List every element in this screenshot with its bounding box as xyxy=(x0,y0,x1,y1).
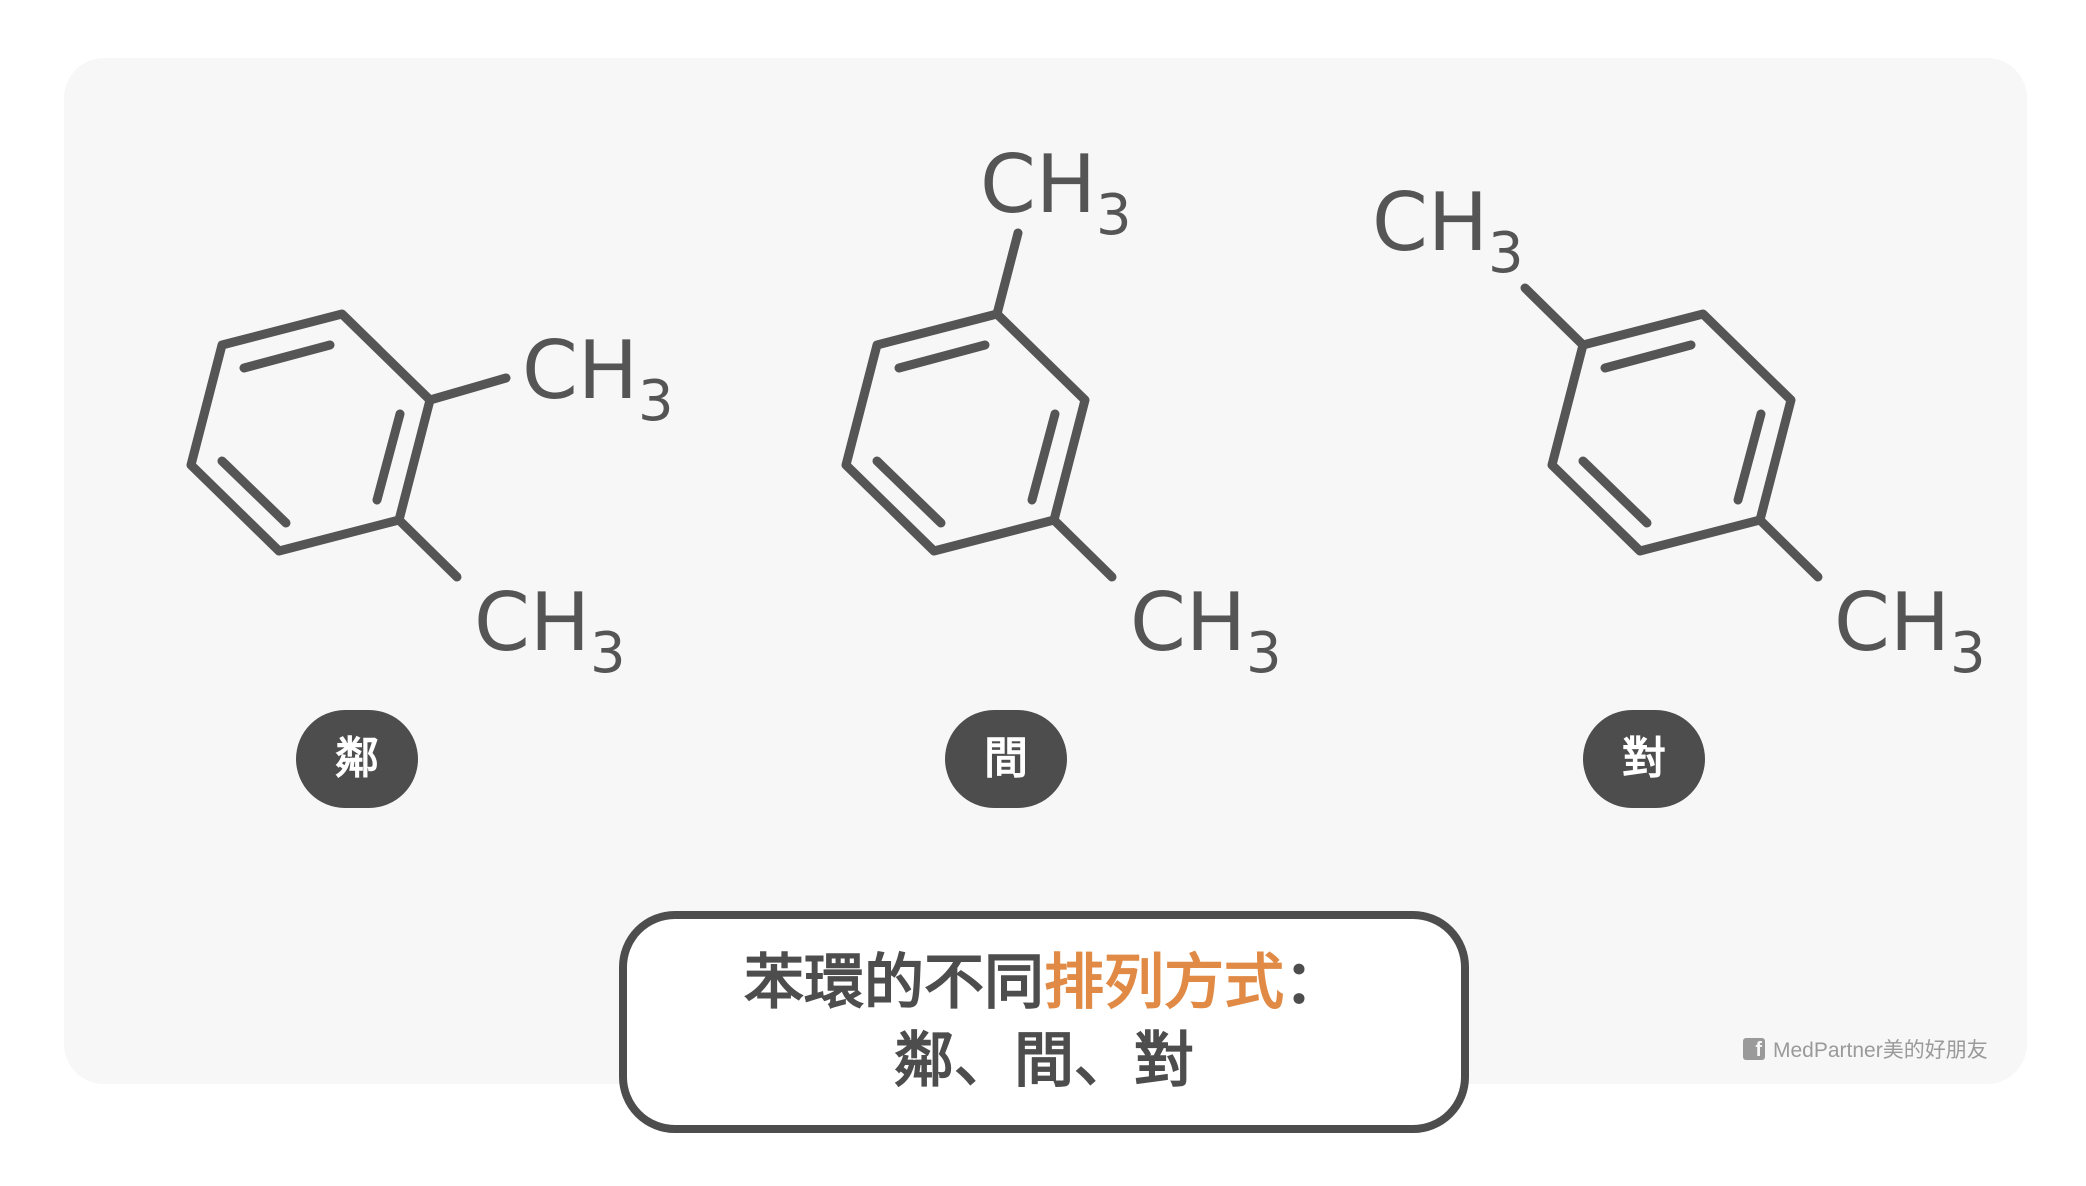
ortho-inner-bond xyxy=(217,456,291,528)
meta-inner-bond xyxy=(1027,409,1060,505)
ortho-methyl-bottom: CH3 xyxy=(474,576,626,686)
ortho-inner-bond xyxy=(372,409,405,505)
meta-ring xyxy=(841,309,1090,556)
meta-xylene: CH3 CH3 xyxy=(841,138,1282,686)
para-methyl-bottom: CH3 xyxy=(1834,576,1986,686)
meta-substituent-bond xyxy=(992,228,1023,319)
caption-line-2: 鄰、間、對 xyxy=(894,1026,1194,1096)
caption-highlight: 排列方式 xyxy=(1044,948,1284,1018)
meta-inner-bond xyxy=(872,456,946,528)
ortho-methyl-top: CH3 xyxy=(522,324,674,434)
ortho-substituent-bond xyxy=(394,515,462,582)
caption-line-1: 苯環的不同排列方式： xyxy=(744,944,1344,1022)
para-xylene: CH3 CH3 xyxy=(1372,176,1986,686)
para-substituent-bond xyxy=(1755,515,1823,582)
para-badge: 對 xyxy=(1583,710,1705,808)
ortho-badge: 鄰 xyxy=(296,710,418,808)
para-inner-bond xyxy=(1578,456,1652,528)
meta-methyl-bottom: CH3 xyxy=(1130,576,1282,686)
caption-prefix: 苯環的不同 xyxy=(744,948,1044,1018)
credit: f MedPartner美的好朋友 xyxy=(1743,1034,1988,1064)
meta-methyl-top: CH3 xyxy=(980,138,1132,248)
para-substituent-bond xyxy=(1520,283,1588,350)
facebook-icon: f xyxy=(1743,1038,1765,1060)
ortho-xylene: CH3 CH3 xyxy=(186,309,674,686)
para-inner-bond xyxy=(1733,409,1766,505)
ortho-inner-bond xyxy=(239,340,335,373)
credit-text: MedPartner美的好朋友 xyxy=(1773,1039,1988,1062)
meta-badge: 間 xyxy=(945,710,1067,808)
para-inner-bond xyxy=(1600,340,1696,373)
caption-box: 苯環的不同排列方式： 鄰、間、對 xyxy=(619,911,1469,1133)
ortho-substituent-bond xyxy=(425,373,511,405)
meta-inner-bond xyxy=(894,340,990,373)
caption-suffix: ： xyxy=(1284,948,1344,1018)
meta-substituent-bond xyxy=(1049,515,1117,582)
para-methyl-top: CH3 xyxy=(1372,176,1524,286)
